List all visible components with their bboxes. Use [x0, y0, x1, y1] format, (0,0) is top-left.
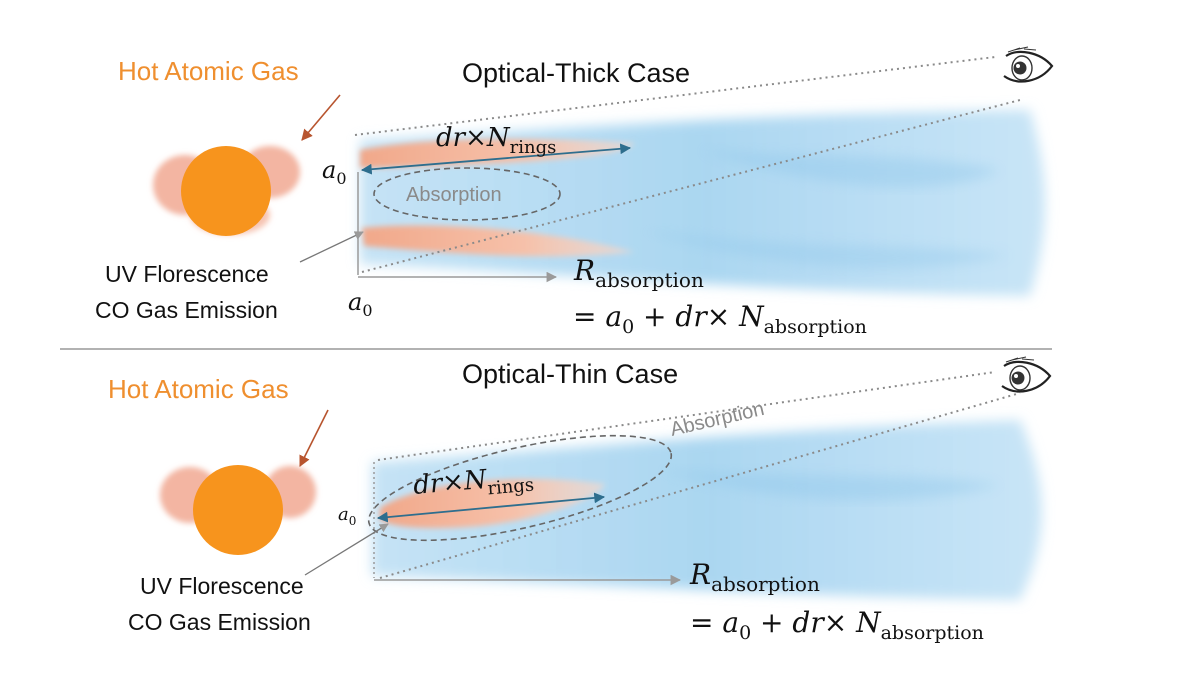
top-gas-label: Hot Atomic Gas	[118, 56, 299, 86]
bottom-absorption-ellipse	[367, 434, 673, 542]
bottom-title: Optical-Thin Case	[462, 359, 678, 389]
top-ring-label: dr×Nrings	[436, 123, 556, 158]
bottom-uv-pointer	[304, 523, 389, 576]
bottom-uv-line1: UV Florescence	[140, 573, 304, 599]
top-uv-line1: UV Florescence	[105, 261, 269, 287]
top-star	[181, 146, 271, 236]
bottom-ring-label: dr×Nrings	[412, 461, 535, 506]
top-panel: Hot Atomic Gas Optical-Thick Case dr×Nri…	[95, 46, 1054, 338]
bottom-r-label: Rabsorption	[689, 558, 820, 596]
bottom-disk	[372, 420, 1042, 600]
top-absorption-ellipse	[373, 167, 561, 221]
top-title: Optical-Thick Case	[462, 58, 690, 88]
top-gas-arrow	[301, 94, 341, 141]
bottom-uv-line2: CO Gas Emission	[128, 609, 311, 635]
top-r-label: Rabsorption	[573, 254, 704, 292]
bottom-star	[193, 465, 283, 555]
top-a0-horizontal: a0	[348, 288, 373, 320]
top-a0-vertical: a0	[322, 156, 347, 188]
bottom-ring-arrow	[376, 492, 606, 523]
top-equation: = a0 + dr× Nabsorption	[573, 300, 867, 338]
bottom-equation: = a0 + dr× Nabsorption	[690, 606, 984, 644]
eye-icon	[1003, 46, 1054, 83]
bottom-sightline-upper	[377, 371, 996, 461]
top-uv-pointer	[299, 231, 364, 263]
top-absorption-label: Absorption	[406, 184, 502, 206]
bottom-gas-arrow	[299, 409, 329, 468]
bottom-a0-vertical: a0	[338, 504, 356, 528]
top-ring-arrow	[360, 143, 632, 175]
bottom-gas-label: Hot Atomic Gas	[108, 374, 289, 404]
top-uv-line2: CO Gas Emission	[95, 297, 278, 323]
eye-icon	[1001, 356, 1052, 393]
bottom-panel: Hot Atomic Gas Optical-Thin Case Absorpt…	[108, 356, 1052, 644]
